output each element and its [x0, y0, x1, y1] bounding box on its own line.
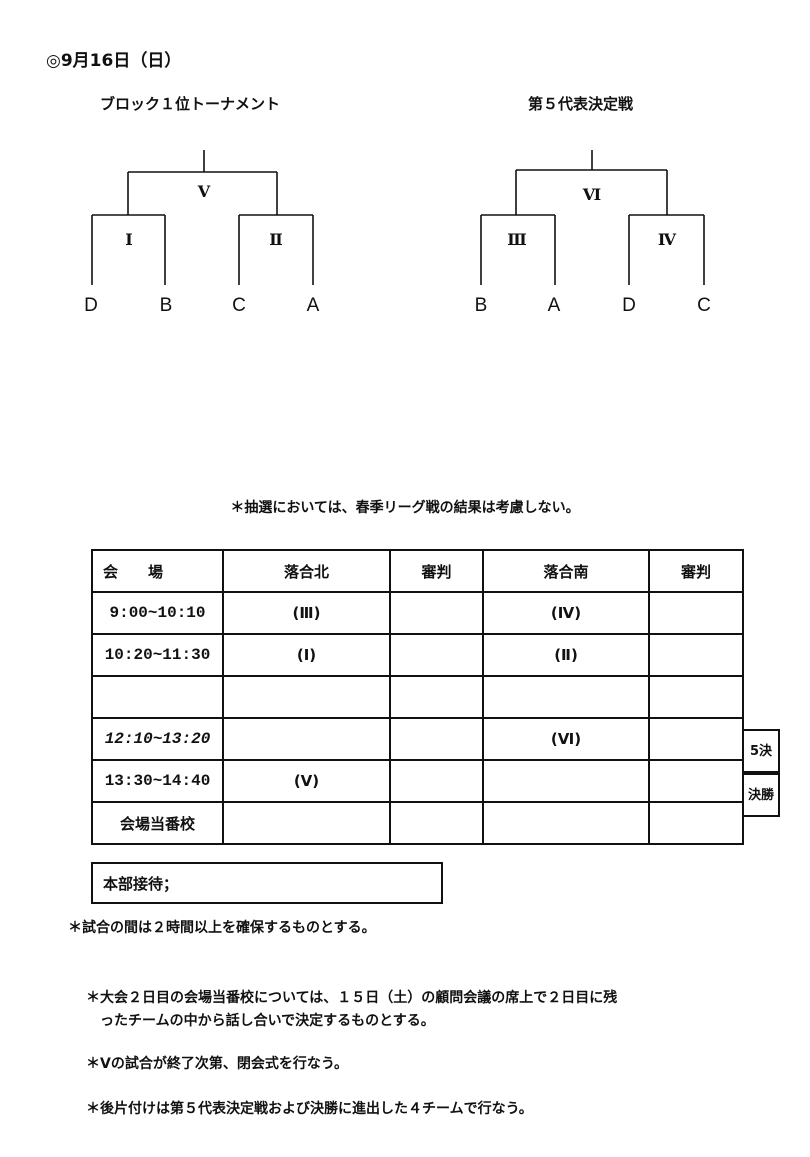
- time-cell: 13:30~14:40: [91, 759, 224, 803]
- table-cell: [648, 801, 744, 845]
- bracket-title-block-first: ブロック１位トーナメント: [100, 95, 281, 113]
- time-cell: 9:00~10:10: [91, 591, 224, 635]
- team-label: D: [84, 295, 98, 316]
- column-header: 落合北: [222, 549, 391, 593]
- column-header: 会 場: [91, 549, 224, 593]
- time-cell: 10:20~11:30: [91, 633, 224, 677]
- column-header: 審判: [389, 549, 484, 593]
- note-item: ＊大会２日目の会場当番校については、１５日（土）の顧問会議の席上で２日目に残: [86, 990, 618, 1006]
- time-cell: [91, 675, 224, 719]
- side-label-final: 決勝: [742, 773, 780, 817]
- team-label: D: [622, 295, 636, 316]
- table-cell: [648, 675, 744, 719]
- table-row: 12:10~13:20 (Ⅵ): [91, 717, 744, 761]
- bracket-lines: [91, 150, 314, 285]
- table-row: 9:00~10:10 (Ⅲ) (Ⅳ): [91, 591, 744, 635]
- match-label-final: Ⅵ: [582, 185, 602, 204]
- table-row: 10:20~11:30 (Ⅰ) (Ⅱ): [91, 633, 744, 677]
- bracket-lines: [480, 150, 705, 285]
- table-cell: [222, 717, 391, 761]
- table-cell: [389, 633, 484, 677]
- row-label: 会場当番校: [91, 801, 224, 845]
- match-label-semi-2: Ⅱ: [269, 230, 283, 249]
- table-cell: (Ⅱ): [482, 633, 650, 677]
- team-label: C: [232, 295, 246, 316]
- bracket-block-first: Ⅴ Ⅰ Ⅱ D B C A: [0, 0, 405, 330]
- schedule-table: 会 場 落合北 審判 落合南 審判 9:00~10:10 (Ⅲ) (Ⅳ) 10:…: [91, 549, 744, 845]
- note-item: ったチームの中から話し合いで決定するものとする。: [100, 1013, 435, 1029]
- column-header: 審判: [648, 549, 744, 593]
- note-item: ＊試合の間は２時間以上を確保するものとする。: [68, 920, 376, 936]
- table-cell: [482, 801, 650, 845]
- table-row: [91, 675, 744, 719]
- bracket-fifth-place: Ⅵ Ⅲ Ⅳ B A D C: [400, 0, 810, 330]
- table-cell: [389, 717, 484, 761]
- table-cell: [482, 675, 650, 719]
- date-heading: ◎9月16日（日）: [46, 51, 182, 71]
- match-label-semi-1: Ⅰ: [125, 230, 133, 249]
- table-cell: (Ⅵ): [482, 717, 650, 761]
- table-cell: [389, 759, 484, 803]
- team-label: C: [697, 295, 711, 316]
- time-cell: 12:10~13:20: [91, 717, 224, 761]
- table-cell: [222, 801, 391, 845]
- table-cell: (Ⅰ): [222, 633, 391, 677]
- table-cell: [648, 759, 744, 803]
- table-cell: (Ⅴ): [222, 759, 391, 803]
- lottery-note: ＊抽選においては、春季リーグ戦の結果は考慮しない。: [230, 500, 580, 516]
- table-header-row: 会 場 落合北 審判 落合南 審判: [91, 549, 744, 593]
- table-cell: [389, 675, 484, 719]
- column-header: 落合南: [482, 549, 650, 593]
- match-label-semi-2: Ⅳ: [657, 230, 677, 249]
- table-cell: (Ⅳ): [482, 591, 650, 635]
- table-cell: [389, 591, 484, 635]
- table-cell: [222, 675, 391, 719]
- side-label-fifth-place: 5決: [742, 729, 780, 773]
- hq-reception-box: 本部接待；: [91, 862, 443, 904]
- table-cell: [389, 801, 484, 845]
- team-label: B: [474, 295, 488, 316]
- table-cell: [648, 633, 744, 677]
- table-cell: [648, 717, 744, 761]
- team-label: A: [306, 295, 320, 316]
- match-label-final: Ⅴ: [197, 182, 211, 201]
- table-cell: [482, 759, 650, 803]
- match-label-semi-1: Ⅲ: [507, 230, 527, 249]
- team-label: A: [547, 295, 561, 316]
- note-item: ＊後片付けは第５代表決定戦および決勝に進出した４チームで行なう。: [86, 1101, 533, 1117]
- table-cell: (Ⅲ): [222, 591, 391, 635]
- table-row: 13:30~14:40 (Ⅴ): [91, 759, 744, 803]
- bracket-title-fifth-place: 第５代表決定戦: [528, 95, 634, 113]
- table-row: 会場当番校: [91, 801, 744, 845]
- table-cell: [648, 591, 744, 635]
- team-label: B: [159, 295, 173, 316]
- note-item: ＊Ⅴの試合が終了次第、閉会式を行なう。: [86, 1056, 348, 1072]
